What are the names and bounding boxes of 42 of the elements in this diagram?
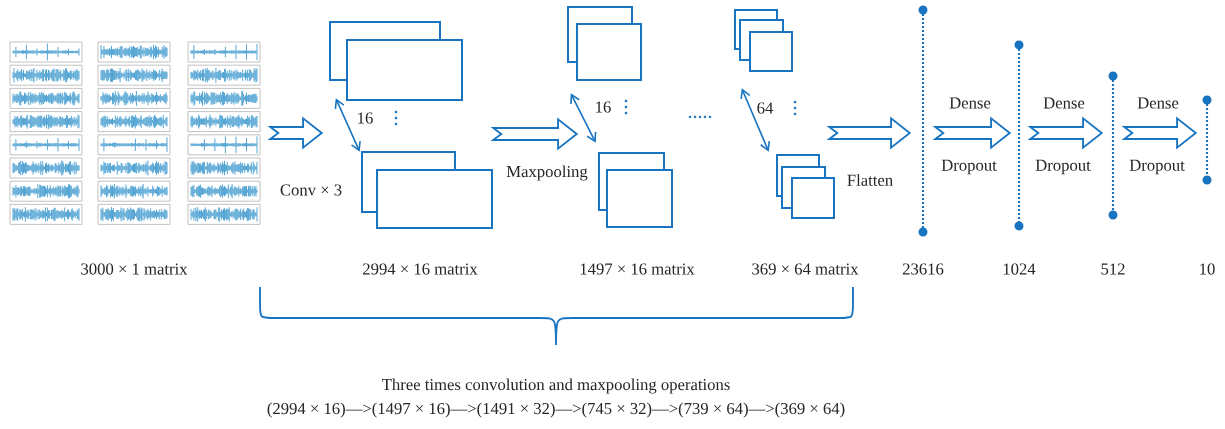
size-label: 369 × 64 matrix: [752, 263, 859, 275]
block-arrow: [490, 117, 579, 151]
block-arrow: [826, 116, 912, 150]
edge-label: 16: [358, 112, 373, 124]
block-arrow: [932, 116, 1012, 150]
size-label: 23616: [902, 263, 944, 275]
double-arrow: [334, 98, 361, 152]
size-label: 3000 × 1 matrix: [81, 263, 188, 275]
edge-label: Dense: [1043, 97, 1085, 109]
caption-text: Three times convolution and maxpooling operations: [382, 378, 730, 394]
size-label: 1497 × 16 matrix: [580, 263, 695, 275]
edge-label: Dense: [949, 97, 991, 109]
size-label: 2994 × 16 matrix: [363, 263, 478, 275]
block-arrow: [267, 116, 324, 150]
size-label: 10: [1200, 263, 1215, 275]
double-arrow: [740, 88, 771, 152]
feature-map-stack: [734, 9, 793, 72]
edge-label: 64: [757, 102, 774, 114]
size-label: 1024: [1003, 263, 1036, 275]
double-arrow: [570, 93, 597, 143]
layer-label: Dropout: [941, 159, 997, 175]
layer-label: Dropout: [1129, 159, 1185, 175]
layer-label: Dropout: [1035, 159, 1091, 175]
edge-label: Conv × 3: [280, 184, 342, 196]
edge-label: Maxpooling: [506, 165, 588, 181]
block-arrow: [1027, 116, 1104, 150]
feature-map-stack: [329, 21, 463, 101]
edge-label: Flatten: [847, 174, 893, 186]
layer-line: [1108, 71, 1118, 220]
layer-line: [1014, 40, 1024, 231]
feature-map-stack: [361, 151, 493, 229]
feature-map-stack: [567, 6, 642, 81]
feature-map-stack: [598, 152, 673, 228]
size-label: 512: [1101, 263, 1125, 275]
signal-grid-drawing: [9, 41, 261, 225]
feature-map-stack: [776, 154, 835, 219]
edge-label: 16: [596, 101, 611, 113]
block-arrow: [1121, 116, 1198, 150]
layer-line: [918, 5, 928, 237]
layer-line: [1202, 95, 1212, 185]
edge-label: Dense: [1137, 97, 1179, 109]
caption-text: (2994 × 16)—>(1497 × 16)—>(1491 × 32)—>(745 × 32)—>(739 × 64)—>(369 × 64): [267, 402, 845, 418]
